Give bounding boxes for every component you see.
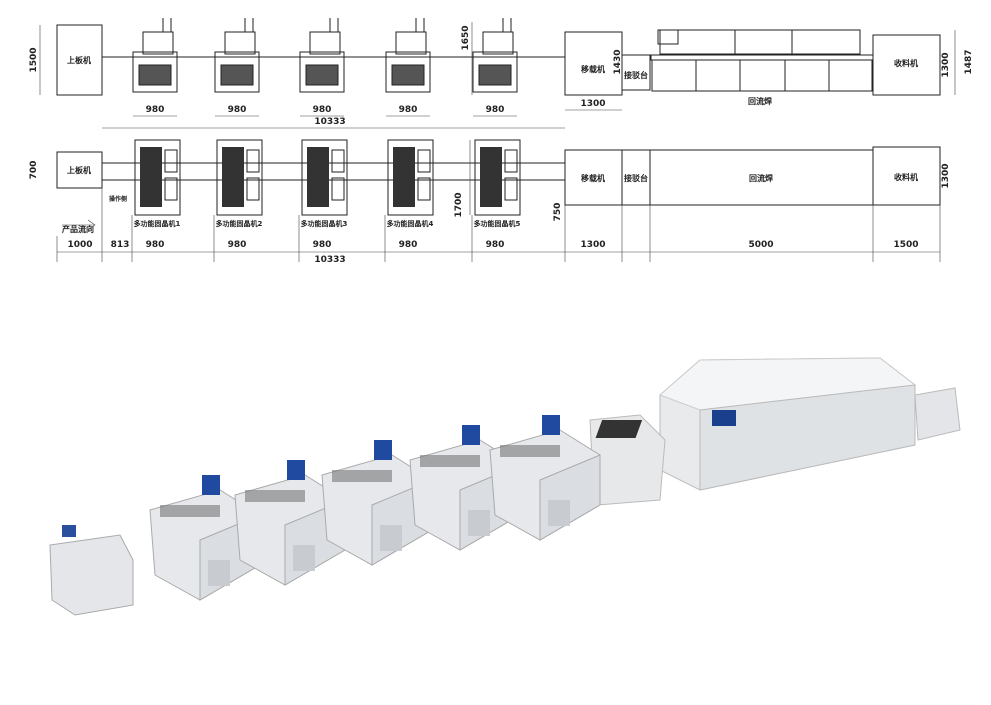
bonder-machine-plan: 多功能固晶机3 980 [298,139,348,262]
machine-label: 多功能固晶机5 [474,219,521,228]
loader-label: 上板机 [67,165,91,175]
dim-unloader-height: 1300 [941,52,951,77]
bonder-machine-plan: 多功能固晶机5 980 [471,139,521,262]
reflow-oven-3d [589,357,961,506]
unloader-label: 收料机 [894,172,918,182]
bonder-machine-elevation: 980 [214,18,260,117]
dim-loader-width: 1000 [67,240,92,250]
dim-machine-width: 980 [486,240,505,250]
dim-machine-width: 980 [399,105,418,115]
transfer-label: 移载机 [581,64,605,74]
loader-box [56,151,103,189]
dim-unloader-height: 1300 [941,163,951,188]
unloader-box [872,34,941,96]
monitor-icon [202,475,220,495]
dim-loader-height: 1500 [29,47,39,72]
dim-machine-width: 980 [146,240,165,250]
reflow-label: 回流焊 [748,96,772,106]
plan-view: 上板机 700 多功能固晶机1980多功能固晶机2980多功能固晶机3980多功… [29,139,951,265]
monitor-icon [542,415,560,435]
machine-label: 多功能固晶机4 [387,219,434,228]
unloader-3d [914,387,961,441]
dock-label: 接驳台 [624,70,648,80]
dim-reflow-width: 5000 [748,240,773,250]
dim-total-length: 10333 [314,117,345,127]
monitor-icon [62,525,76,537]
monitor-icon [374,440,392,460]
monitor-icon [712,410,736,426]
dim-transfer-width: 1300 [580,99,605,109]
bonder-machine-elevation: 980 [132,18,178,117]
bonder-machine-elevation: 980 [299,18,345,117]
dim-machine-width: 980 [313,240,332,250]
monitor-icon [287,460,305,480]
dock-label: 接驳台 [624,173,648,183]
bonder-machine-elevation: 980 [472,18,518,117]
bonder-machine-3d [489,415,601,541]
transfer-label: 移载机 [581,173,605,183]
loader-3d [49,525,134,616]
dim-loader-depth: 700 [29,161,39,180]
loader-box [56,24,103,96]
dim-machine-width: 980 [228,105,247,115]
dim-transfer-width: 1300 [580,240,605,250]
machine-label: 多功能固晶机2 [216,219,263,228]
dim-unloader-width: 1500 [893,240,918,250]
unloader-label: 收料机 [894,58,918,68]
loader-label: 上板机 [67,55,91,65]
machine-label: 多功能固晶机1 [134,219,181,228]
bonder-machine-elevation: 980 [385,18,431,117]
dim-machine-width: 980 [313,105,332,115]
dim-machine-width: 980 [399,240,418,250]
dim-reflow-height: 1487 [964,49,974,74]
dim-machine-width: 980 [486,105,505,115]
dim-machine-width: 980 [146,105,165,115]
bonder-machine-3d [321,440,433,566]
bonder-machine-plan: 多功能固晶机4 980 [384,139,434,262]
unloader-box [872,146,941,206]
reflow-oven-elevation [650,29,874,92]
dock-box [621,54,651,91]
dim-machine-height: 1650 [461,25,471,50]
flow-direction-label: 产品流向 [62,224,94,234]
dim-transfer-height: 1430 [613,49,623,74]
reflow-label: 回流焊 [749,173,773,183]
dim-machine-width: 980 [228,240,247,250]
dim-total-length: 10333 [314,255,345,265]
dim-machine-depth: 1700 [454,192,464,217]
bonder-machine-plan: 多功能固晶机1 980 [131,139,181,262]
bonder-machine-plan: 多功能固晶机2 980 [213,139,263,262]
dim-transfer-depth: 750 [553,203,563,222]
flow-arrow-icon [62,219,96,231]
machine-label: 多功能固晶机3 [301,219,348,228]
dim-gap: 813 [111,240,130,250]
production-line-render [49,357,961,616]
operator-side-label: 操作侧 [109,195,127,203]
monitor-icon [462,425,480,445]
